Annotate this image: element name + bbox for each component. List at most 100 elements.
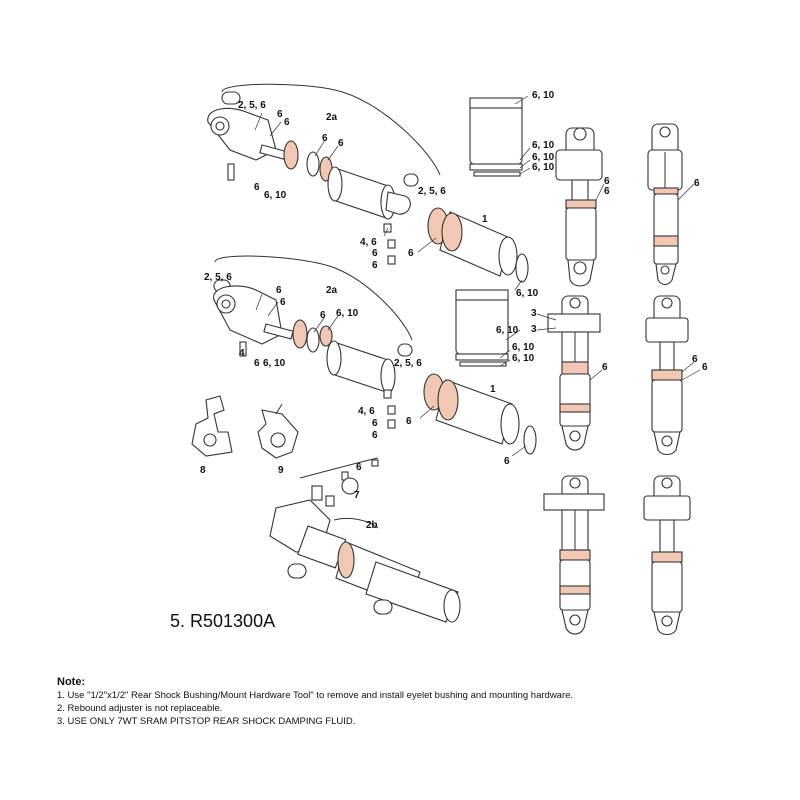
seal <box>561 361 589 375</box>
bushing <box>221 91 241 105</box>
seal-ring <box>306 327 320 353</box>
body-can <box>559 559 591 611</box>
callout: 6 <box>372 260 378 271</box>
body-can <box>653 193 679 265</box>
leader <box>383 227 389 237</box>
callout: 3 <box>531 324 537 335</box>
leader <box>419 405 435 419</box>
callout: 6 <box>280 297 286 308</box>
leader <box>327 145 339 161</box>
eyelet-hole <box>661 435 673 447</box>
cap-top <box>469 97 523 109</box>
cap-ring <box>455 353 509 361</box>
leader <box>677 183 695 201</box>
knob <box>341 477 359 495</box>
callout: 6 <box>504 456 510 467</box>
callout: 6 <box>692 354 698 365</box>
bracket-2a-top <box>221 83 441 176</box>
piston <box>559 585 591 595</box>
bushing <box>373 599 393 615</box>
callout: 6, 10 <box>516 288 539 299</box>
callout: 6 <box>338 138 344 149</box>
callout: 6 <box>254 358 260 369</box>
top-shock-assembly <box>207 83 529 291</box>
leader <box>681 369 701 381</box>
shaft <box>571 179 589 203</box>
callout: 2, 5, 6 <box>418 186 446 197</box>
seal-ring <box>306 151 320 177</box>
callout: 6, 10 <box>512 353 535 364</box>
callout: 6 <box>320 310 326 321</box>
note-item: 1. Use "1/2"x1/2" Rear Shock Bushing/Mou… <box>57 690 574 701</box>
body-can <box>651 561 683 613</box>
small-part <box>325 495 335 507</box>
callout: 6 <box>702 362 708 373</box>
leader <box>269 121 282 137</box>
callout: 6, 10 <box>512 342 535 353</box>
callout: 6, 10 <box>532 140 555 151</box>
leader <box>499 349 511 359</box>
piston <box>559 403 591 413</box>
callout: 2, 5, 6 <box>204 272 232 283</box>
piston <box>653 235 679 247</box>
note-item: 3. USE ONLY 7WT SRAM PITSTOP REAR SHOCK … <box>57 716 356 727</box>
leader <box>519 147 531 161</box>
sleeve-end <box>437 379 459 421</box>
lower-left-parts <box>191 395 461 623</box>
spring <box>311 485 323 501</box>
leader <box>254 112 263 131</box>
shaft <box>659 341 675 371</box>
shock-view-b3 <box>643 475 691 636</box>
leader <box>595 183 605 201</box>
seal <box>565 199 597 209</box>
sleeve-end <box>500 403 520 445</box>
lever-pivot <box>203 433 217 447</box>
callout: 6 <box>602 362 608 373</box>
hardware <box>383 223 392 233</box>
shaft <box>263 323 294 340</box>
leader <box>514 279 523 291</box>
callout: 6 <box>604 176 610 187</box>
leader <box>519 167 531 175</box>
eyelet <box>569 477 581 489</box>
bushing <box>287 563 307 579</box>
callout: 6 <box>277 109 283 120</box>
callout: 6, 10 <box>264 190 287 201</box>
middle-shock-assembly <box>213 255 537 457</box>
note-item: 2. Rebound adjuster is not replaceable. <box>57 703 223 714</box>
leader <box>314 139 326 157</box>
sleeve-end <box>498 236 518 276</box>
seal <box>651 369 683 381</box>
callout: 2b <box>366 520 378 531</box>
callout: 6, 10 <box>263 358 286 369</box>
shaft <box>659 519 675 553</box>
callout: 6 <box>322 133 328 144</box>
leader <box>519 159 531 169</box>
shock-view-b2 <box>645 295 689 456</box>
eyelet <box>569 297 581 309</box>
callout: 2, 5, 6 <box>238 100 266 111</box>
callout: 6 <box>372 248 378 259</box>
leader <box>536 327 557 331</box>
callout-labels: 2, 5, 6 6 6 2a 6 6 6, 10 6 2, 5, 6 1 4, … <box>170 90 708 631</box>
eyelet-hole <box>573 261 587 275</box>
bracket-2a-mid <box>214 255 413 341</box>
bushing <box>397 343 413 357</box>
shock-head <box>213 285 283 345</box>
body-can <box>559 373 591 427</box>
lower-eyelet <box>385 191 411 215</box>
leader <box>681 361 695 373</box>
callout: 6 <box>254 182 260 193</box>
shock-view-a1 <box>555 127 603 287</box>
seal-ring <box>283 140 299 170</box>
eyelet-hole <box>221 299 231 309</box>
callout: 8 <box>200 465 206 476</box>
hardware <box>387 255 396 265</box>
outer-sleeve <box>365 561 459 623</box>
cap-top <box>455 289 509 301</box>
shock-body <box>643 495 691 521</box>
hardware <box>383 389 392 399</box>
leader <box>589 369 603 381</box>
leader <box>511 445 527 457</box>
leader <box>327 315 339 331</box>
